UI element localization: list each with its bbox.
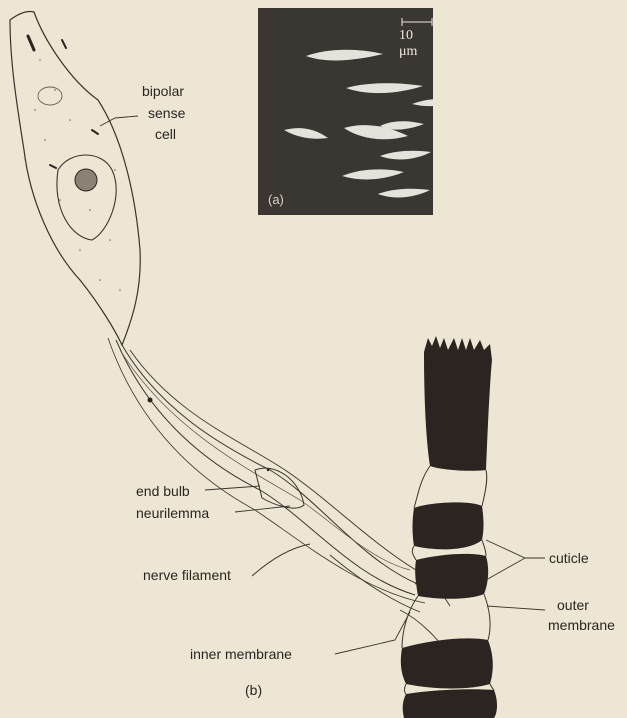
label-cell: cell xyxy=(155,126,176,142)
label-panel-b: (b) xyxy=(245,682,262,698)
leader-bipolar xyxy=(100,116,138,126)
cuticle-segment-3 xyxy=(401,638,493,688)
cuticle-segment-1 xyxy=(413,502,484,549)
micrograph-inset: 10 μm (a) xyxy=(258,8,433,215)
leader-cuticle-1 xyxy=(486,540,545,558)
panel-label-a: (a) xyxy=(268,192,284,207)
cuticle-segment-2 xyxy=(415,554,488,599)
scale-bar-label: 10 μm xyxy=(399,28,433,60)
label-inner-membrane: inner membrane xyxy=(190,646,292,662)
leader-inner-membrane xyxy=(335,612,410,654)
leader-cuticle-2 xyxy=(486,558,525,580)
label-bipolar: bipolar xyxy=(142,83,184,99)
leader-neurilemma xyxy=(235,506,290,512)
label-nerve-filament: nerve filament xyxy=(143,567,231,583)
label-sense: sense xyxy=(148,105,185,121)
label-cuticle: cuticle xyxy=(549,550,589,566)
label-outer: outer xyxy=(557,597,589,613)
nucleus xyxy=(57,155,116,240)
label-neurilemma: neurilemma xyxy=(136,505,209,521)
leader-outer-membrane xyxy=(487,606,545,610)
vacuole xyxy=(38,87,62,105)
leader-end-bulb xyxy=(205,486,260,490)
cuticle-segments xyxy=(401,336,497,718)
leader-nerve-filament xyxy=(252,544,310,576)
cuticle-tip xyxy=(424,336,492,471)
label-end-bulb: end bulb xyxy=(136,483,190,499)
label-membrane: membrane xyxy=(548,617,615,633)
cuticle-segment-4 xyxy=(403,689,497,718)
